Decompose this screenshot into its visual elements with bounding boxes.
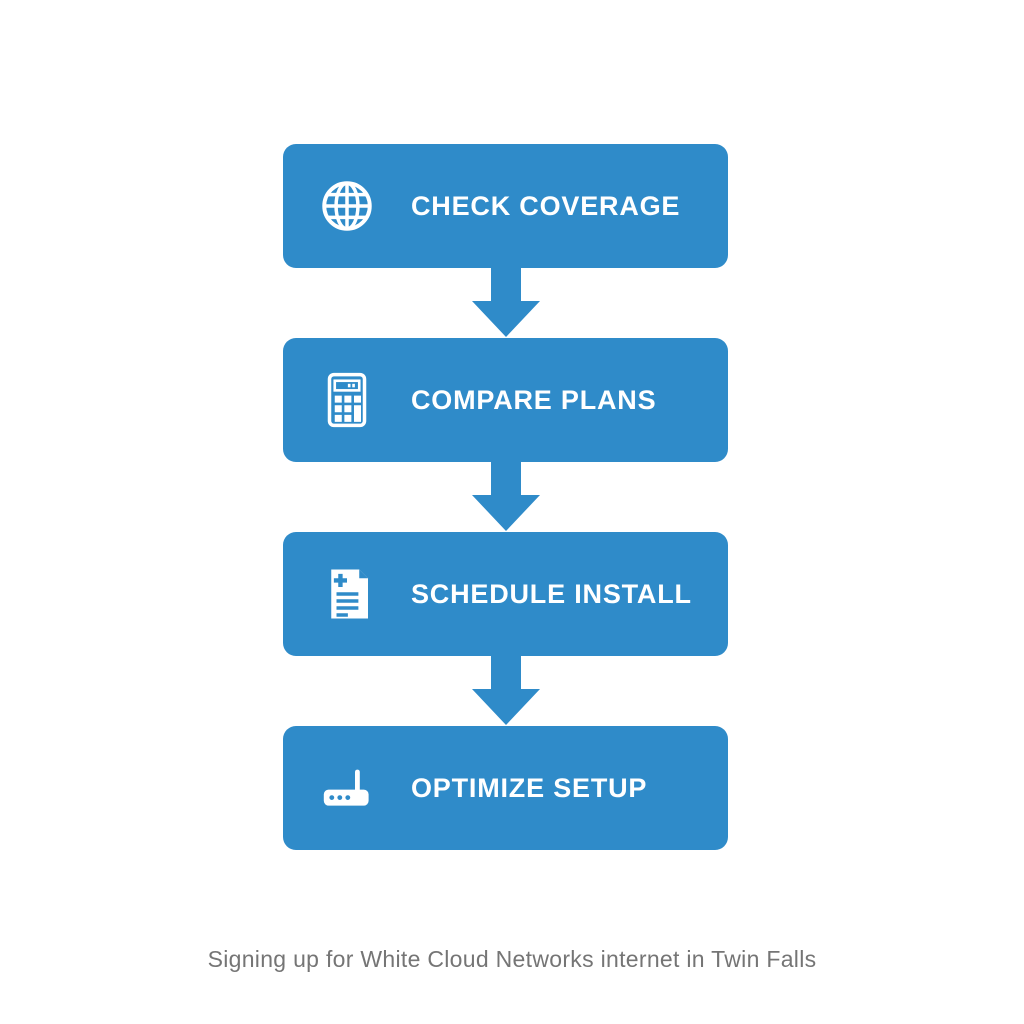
document-icon [319,566,375,622]
step-compare-plans: COMPARE PLANS [283,338,728,462]
router-icon [319,760,375,816]
step-schedule-install: SCHEDULE INSTALL [283,532,728,656]
down-arrow-icon [471,656,540,726]
down-arrow-icon [471,462,540,532]
step-label: SCHEDULE INSTALL [411,578,692,609]
step-optimize-setup: OPTIMIZE SETUP [283,726,728,850]
down-arrow-icon [471,268,540,338]
step-label: COMPARE PLANS [411,384,657,415]
globe-icon [319,178,375,234]
calculator-icon [319,372,375,428]
step-label: CHECK COVERAGE [411,190,681,221]
step-label: OPTIMIZE SETUP [411,772,648,803]
caption-text: Signing up for White Cloud Networks inte… [207,946,817,972]
step-check-coverage: CHECK COVERAGE [283,144,728,268]
signup-flowchart: CHECK COVERAGE [283,144,728,850]
